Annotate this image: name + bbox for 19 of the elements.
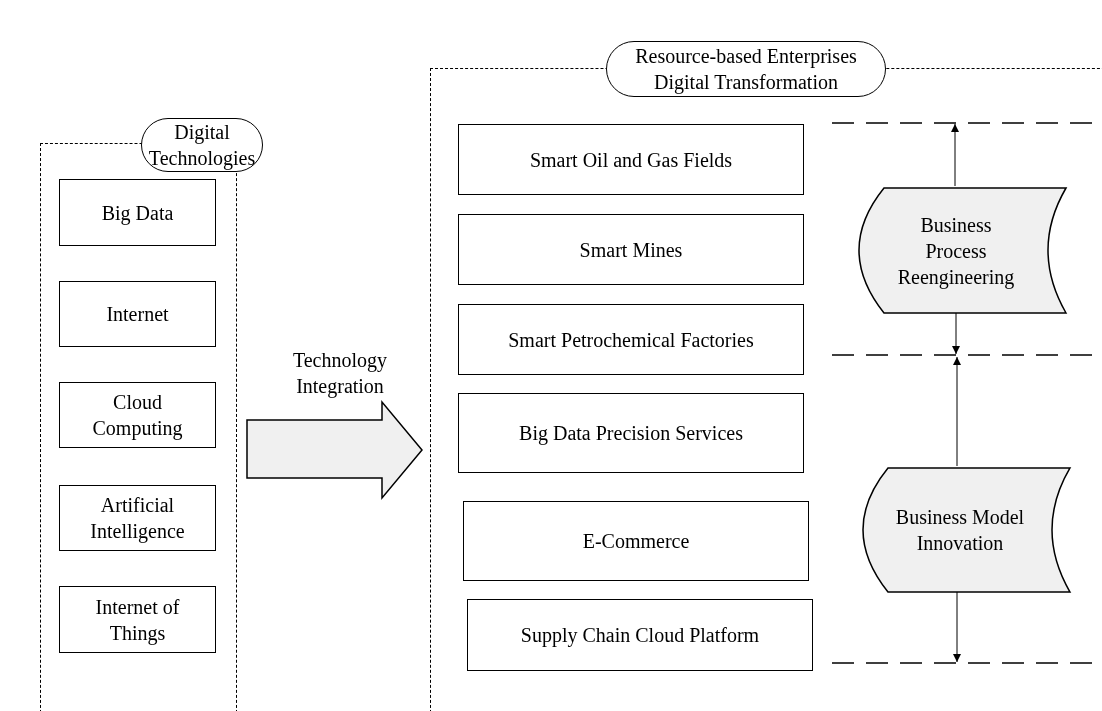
process-box: Big Data Precision Services xyxy=(458,393,804,473)
process-box: Smart Mines xyxy=(458,214,804,285)
process-box: Smart Petrochemical Factories xyxy=(458,304,804,375)
process-box: Cloud Computing xyxy=(59,382,216,448)
arrow xyxy=(951,123,959,187)
edge-label: Technology Integration xyxy=(291,348,389,399)
arrow xyxy=(952,312,960,355)
arrow xyxy=(953,591,961,663)
process-box: Big Data xyxy=(59,179,216,246)
arrow xyxy=(953,356,961,467)
process-box: E-Commerce xyxy=(463,501,809,581)
process-box: Smart Oil and Gas Fields xyxy=(458,124,804,195)
title-pill: Digital Technologies xyxy=(141,118,263,172)
title-pill: Resource-based Enterprises Digital Transformation xyxy=(606,41,886,97)
process-box: Artificial Intelligence xyxy=(59,485,216,551)
block-arrow xyxy=(246,399,423,501)
process-box: Internet xyxy=(59,281,216,347)
process-box: Internet of Things xyxy=(59,586,216,653)
process-box: Supply Chain Cloud Platform xyxy=(467,599,813,671)
